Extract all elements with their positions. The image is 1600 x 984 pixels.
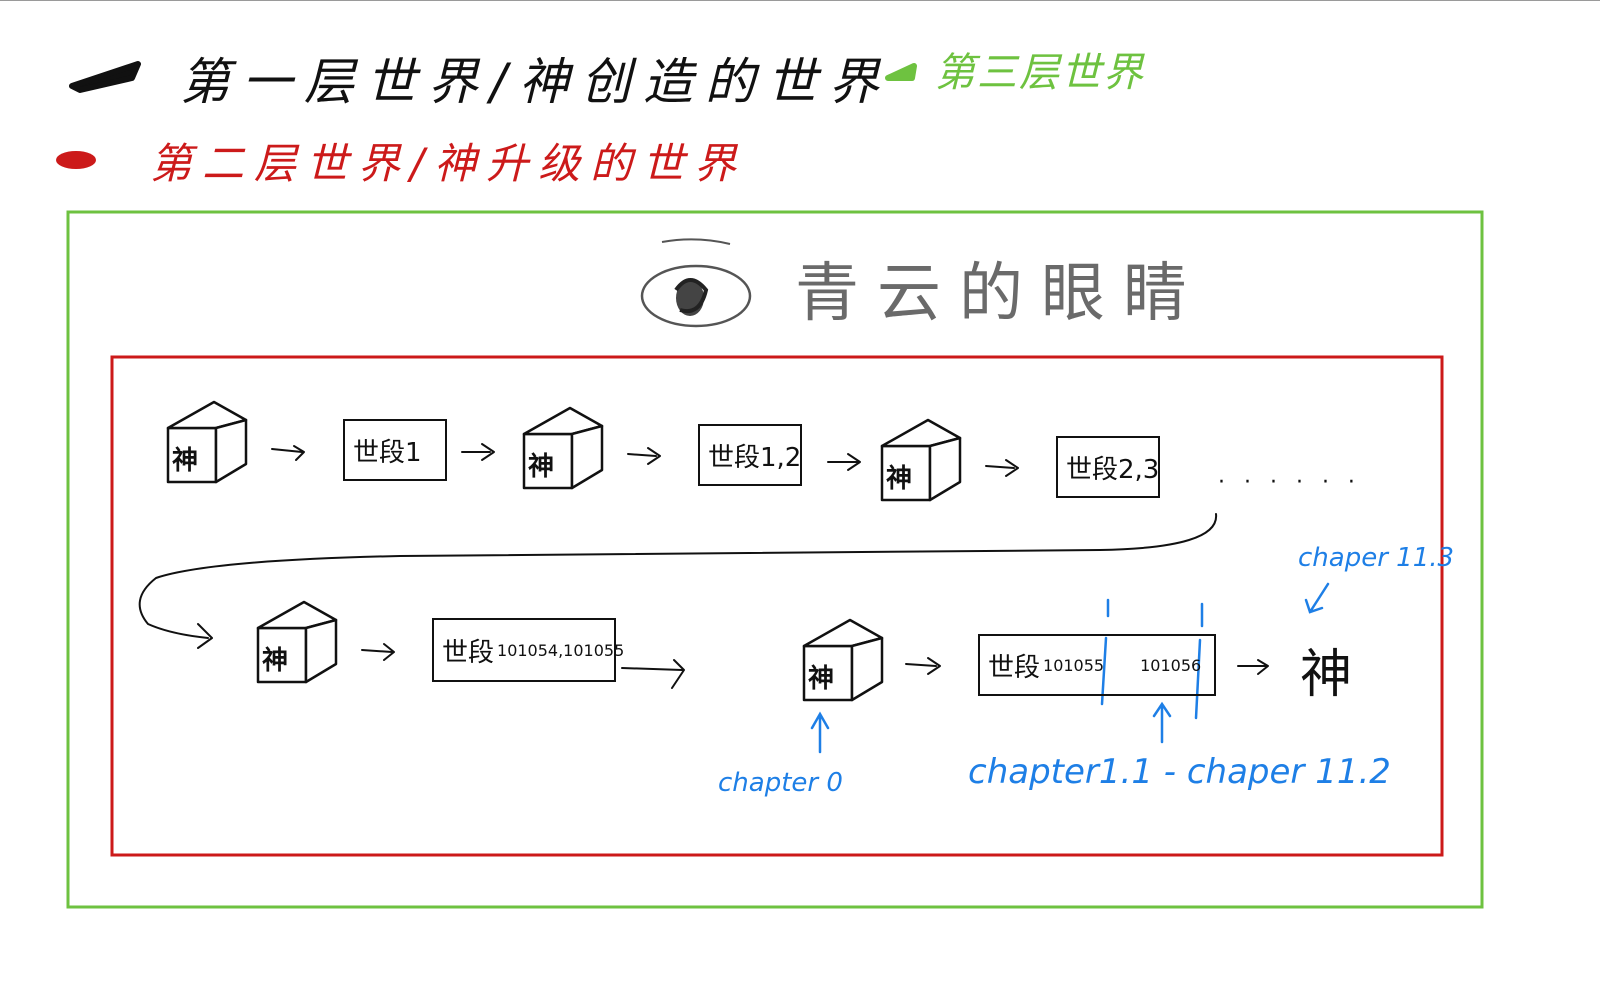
ellipsis: · · · · · · <box>1218 470 1361 495</box>
red-frame <box>110 355 1444 857</box>
segment-label: 世段1 <box>353 437 422 468</box>
chapter0-label: chapter 0 <box>718 768 843 798</box>
segment-label: 世段 <box>988 652 1041 683</box>
segment-sub-label: 101055 <box>1043 655 1105 675</box>
god-cube-5 <box>802 618 884 702</box>
segment-label: 世段 <box>442 637 495 668</box>
chapter0-arrow <box>810 711 830 754</box>
legend-red-swatch <box>56 151 96 169</box>
segment-label: 世段2,3 <box>1066 454 1160 485</box>
divider-right <box>1194 602 1204 720</box>
legend-layer3-label: 第三层世界 <box>935 50 1145 96</box>
segment-sub-label: 101054,101055 <box>497 640 625 660</box>
arrow-5 <box>985 459 1019 477</box>
chapter-range-arrow <box>1152 701 1172 744</box>
arrow-3 <box>627 447 661 465</box>
final-god-label: 神 <box>1300 645 1353 705</box>
legend-layer1-label: 第一层世界/神创造的世界 <box>180 53 891 111</box>
segment-box-4: 世段 101054,101055 <box>432 618 624 682</box>
cube-label-4: 神 <box>262 646 289 676</box>
god-cube-1 <box>166 400 248 484</box>
god-cube-2 <box>522 406 604 490</box>
arrow-8 <box>905 657 941 675</box>
arrow-2 <box>461 443 495 461</box>
cube-label-5: 神 <box>808 664 835 694</box>
arrow-7 <box>621 659 685 689</box>
segment-box-2: 世段1,2 <box>698 424 802 486</box>
green-frame <box>66 210 1484 909</box>
legend-green-swatch <box>885 63 917 81</box>
segment-tail-label: 101056 <box>1140 655 1202 675</box>
segment-box-1: 世段1 <box>343 419 447 481</box>
chapter113-label: chaper 11.3 <box>1298 543 1455 573</box>
segment-box-3: 世段2,3 <box>1056 436 1160 498</box>
cube-label-3: 神 <box>886 464 913 494</box>
segment-box-5: 世段 101055 101056 <box>978 634 1216 696</box>
arrow-6 <box>361 643 395 661</box>
wrap-curve <box>138 513 1218 649</box>
cube-label-2: 神 <box>528 452 555 482</box>
divider-left <box>1100 598 1110 706</box>
segment-label: 世段1,2 <box>708 442 802 473</box>
cube-label-1: 神 <box>172 446 199 476</box>
legend-black-swatch <box>69 61 141 93</box>
god-cube-3 <box>880 418 962 502</box>
arrow-1 <box>271 445 305 461</box>
chapter-range-label: chapter1.1 - chaper 11.2 <box>968 752 1391 792</box>
eye-icon <box>640 238 752 328</box>
arrow-4 <box>827 453 861 471</box>
arrow-9 <box>1237 659 1269 675</box>
top-divider <box>0 0 1600 1</box>
chapter113-arrow <box>1304 582 1330 614</box>
god-cube-4 <box>256 600 338 684</box>
eye-title: 青云的眼睛 <box>795 257 1205 331</box>
legend-layer2-label: 第二层世界/神升级的世界 <box>150 139 747 188</box>
